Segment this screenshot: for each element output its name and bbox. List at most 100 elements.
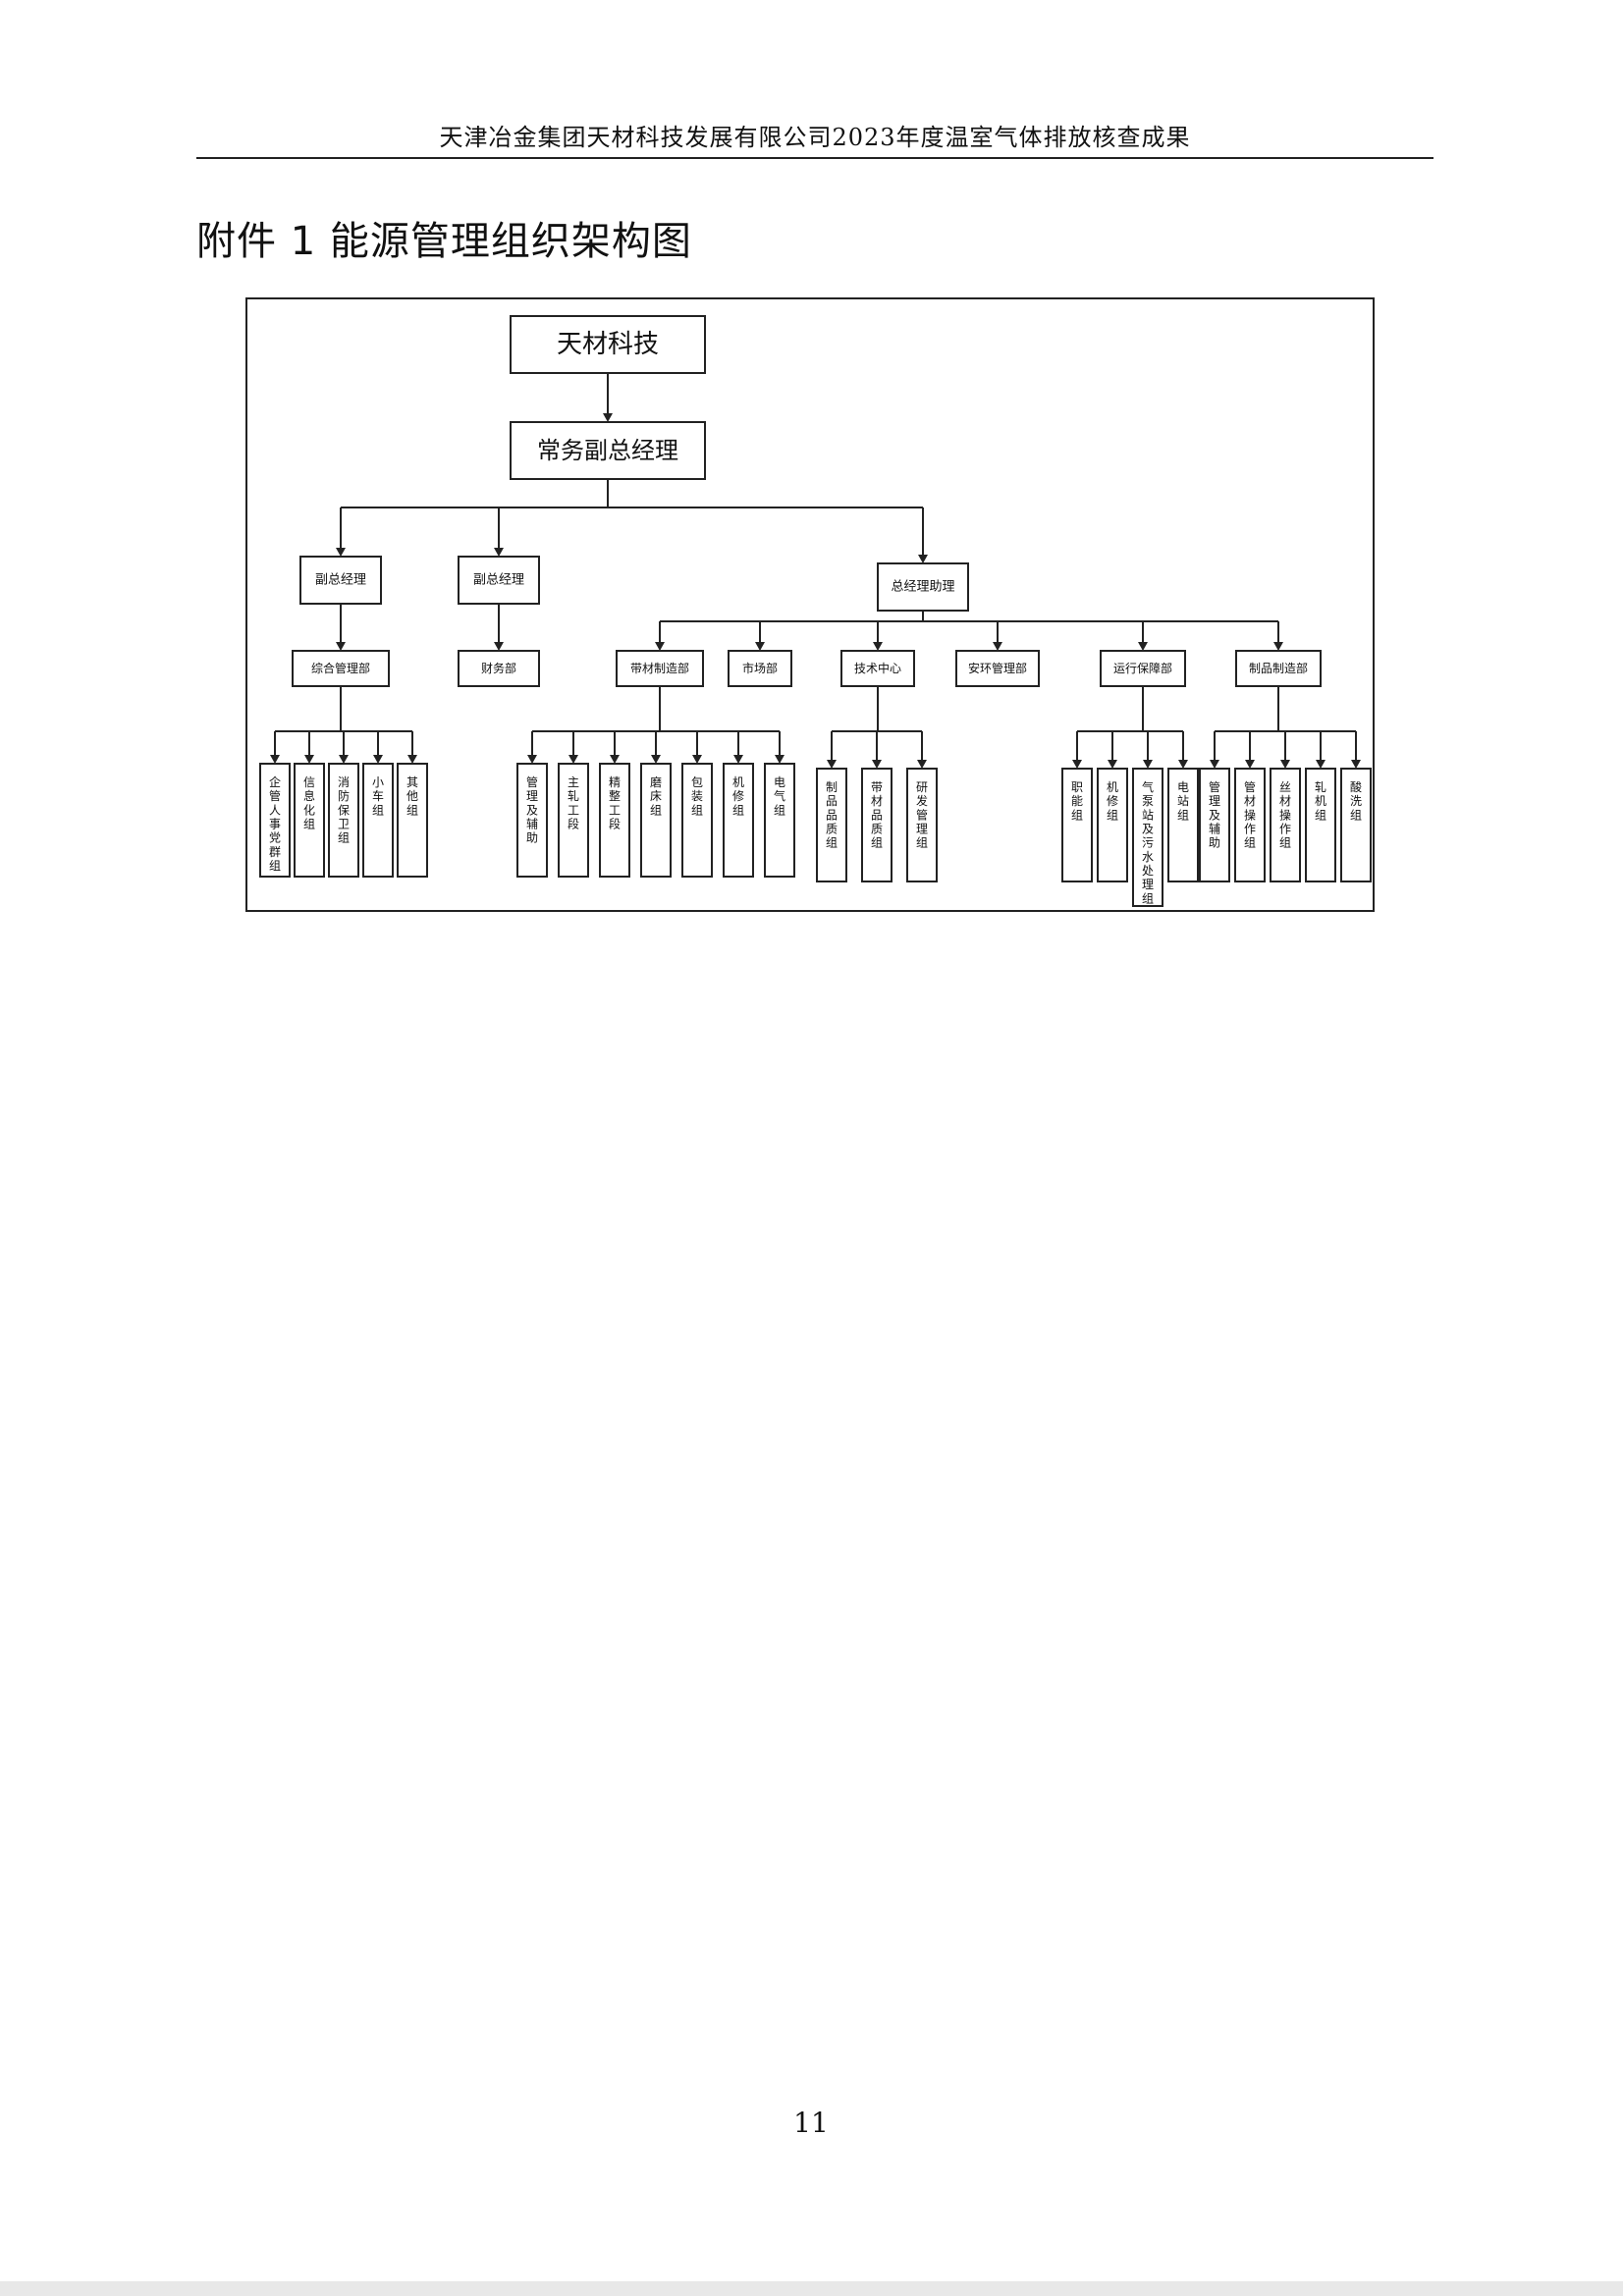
node-group-yunxing-0-label: 职能组 [1071, 780, 1083, 822]
arrow-head [827, 760, 837, 769]
arrow-head [993, 642, 1002, 651]
arrow-head [918, 555, 928, 563]
node-dept-right-2: 技术中心 [840, 650, 915, 687]
node-dept-left-0-label: 综合管理部 [311, 661, 370, 675]
arrow-head [872, 760, 882, 769]
node-group-zhipin-1: 管材操作组 [1234, 768, 1266, 882]
node-group-daicai-2-label: 精整工段 [609, 775, 621, 830]
node-group-zhipin-4-label: 酸洗组 [1350, 779, 1362, 822]
node-group-daicai-5-label: 机修组 [732, 775, 744, 817]
arrow-head [1108, 760, 1117, 769]
node-group-jishu-1-label: 带材品质组 [871, 780, 883, 850]
node-dept-right-4: 运行保障部 [1100, 650, 1186, 687]
node-dept-left-1-label: 财务部 [481, 661, 516, 675]
node-group-zonghe-3: 小车组 [362, 763, 394, 878]
arrow-head [1280, 760, 1290, 769]
arrow-head [1210, 760, 1219, 769]
node-group-daicai-4-label: 包装组 [691, 775, 703, 817]
arrow-head [304, 755, 314, 764]
arrow-head [494, 642, 504, 651]
node-dept-right-4-label: 运行保障部 [1113, 661, 1172, 675]
node-group-zonghe-1: 信息化组 [294, 763, 325, 878]
arrow-head [1245, 760, 1255, 769]
node-group-yunxing-1: 机修组 [1097, 768, 1128, 882]
org-chart-frame: 天材科技常务副总经理副总经理 副总经理 总经理助理综合管理部 财务部 带材制造部 市场部 技… [245, 297, 1375, 912]
node-dept-right-1: 市场部 [728, 650, 792, 687]
node-dept-right-0: 带材制造部 [616, 650, 704, 687]
node-group-yunxing-0: 职能组 [1061, 768, 1093, 882]
arrow-head [336, 642, 346, 651]
arrow-head [1273, 642, 1283, 651]
node-group-daicai-2: 精整工段 [599, 763, 630, 878]
node-group-jishu-0: 制品品质组 [816, 768, 847, 882]
node-group-jishu-2-label: 研发管理组 [916, 780, 928, 850]
header-rule [196, 157, 1434, 159]
node-group-daicai-0-label: 管理及辅助 [526, 774, 538, 845]
arrow-head [755, 642, 765, 651]
node-dept-right-0-label: 带材制造部 [630, 661, 689, 675]
node-group-zonghe-2-label: 消防保卫组 [338, 775, 350, 845]
node-group-daicai-5: 机修组 [723, 763, 754, 878]
node-group-daicai-0: 管理及辅助 [516, 763, 548, 878]
arrow-head [1143, 760, 1153, 769]
arrow-head [339, 755, 349, 764]
arrow-head [603, 413, 613, 422]
node-group-jishu-1: 带材品质组 [861, 768, 893, 882]
arrow-head [1138, 642, 1148, 651]
node-level2-1-label: 副总经理 [473, 573, 524, 588]
node-level2-0: 副总经理 [299, 556, 382, 605]
arrow-head [527, 755, 537, 764]
node-group-zonghe-2: 消防保卫组 [328, 763, 359, 878]
node-group-zonghe-3-label: 小车组 [372, 775, 384, 817]
node-group-jishu-2: 研发管理组 [906, 768, 938, 882]
node-group-jishu-0-label: 制品品质组 [826, 780, 838, 850]
scan-edge [0, 2281, 1623, 2296]
node-level2-0-label: 副总经理 [315, 573, 366, 588]
node-group-zhipin-0-label: 管理及辅助 [1209, 779, 1220, 850]
arrow-head [655, 642, 665, 651]
arrow-head [1072, 760, 1082, 769]
node-level2-1: 副总经理 [458, 556, 540, 605]
node-group-zhipin-3-label: 轧机组 [1315, 780, 1326, 822]
node-dept-right-3-label: 安环管理部 [968, 661, 1027, 675]
node-dept-left-0: 综合管理部 [292, 650, 390, 687]
page-header: 天津冶金集团天材科技发展有限公司2023年度温室气体排放核查成果 [439, 124, 1191, 151]
node-root: 天材科技 [510, 315, 706, 374]
node-group-yunxing-2: 气泵站及污水处理组 [1132, 768, 1163, 907]
node-group-yunxing-2-label: 气泵站及污水处理组 [1142, 779, 1154, 905]
node-group-daicai-6: 电气组 [764, 763, 795, 878]
node-level2-2-label: 总经理助理 [891, 580, 954, 595]
attachment-title: 附件 1 能源管理组织架构图 [196, 219, 692, 264]
node-group-daicai-6-label: 电气组 [774, 775, 785, 817]
arrow-head [494, 548, 504, 557]
arrow-head [1316, 760, 1325, 769]
arrow-head [733, 755, 743, 764]
arrow-head [692, 755, 702, 764]
node-dept-right-2-label: 技术中心 [854, 661, 901, 675]
node-level1-label: 常务副总经理 [537, 437, 678, 464]
node-group-zhipin-2-label: 丝材操作组 [1279, 780, 1291, 850]
node-group-zhipin-1-label: 管材操作组 [1244, 779, 1256, 850]
arrow-head [917, 760, 927, 769]
node-group-zonghe-4: 其他组 [397, 763, 428, 878]
node-dept-right-5: 制品制造部 [1235, 650, 1322, 687]
arrow-head [651, 755, 661, 764]
node-group-zonghe-0: 企管人事党群组 [259, 763, 291, 878]
node-dept-right-5-label: 制品制造部 [1249, 661, 1308, 675]
node-group-daicai-3-label: 磨床组 [650, 775, 662, 817]
node-dept-right-1-label: 市场部 [742, 661, 778, 675]
arrow-head [1178, 760, 1188, 769]
node-dept-left-1: 财务部 [458, 650, 540, 687]
arrow-head [775, 755, 784, 764]
node-group-daicai-1-label: 主轧工段 [568, 775, 579, 830]
node-group-daicai-4: 包装组 [681, 763, 713, 878]
node-group-zonghe-4-label: 其他组 [406, 775, 418, 817]
node-root-label: 天材科技 [557, 330, 659, 359]
node-level1: 常务副总经理 [510, 421, 706, 480]
node-group-zhipin-3: 轧机组 [1305, 768, 1336, 882]
arrow-head [336, 548, 346, 557]
node-group-yunxing-3-label: 电站组 [1177, 780, 1189, 822]
node-level2-2: 总经理助理 [877, 562, 969, 612]
node-group-yunxing-1-label: 机修组 [1107, 780, 1118, 822]
